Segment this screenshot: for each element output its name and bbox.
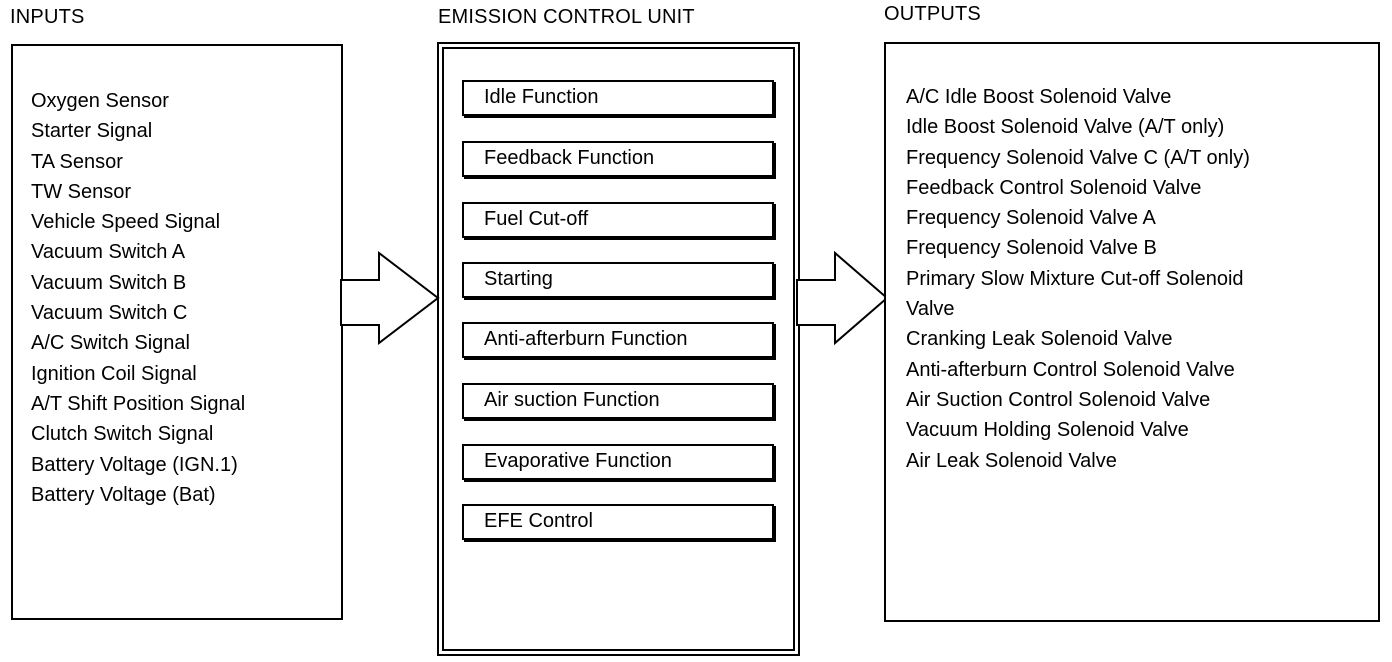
ecu-function-box: Starting <box>462 262 774 298</box>
input-item: TW Sensor <box>31 180 132 203</box>
inputs-box <box>11 44 343 620</box>
ecu-function-box: EFE Control <box>462 504 774 540</box>
output-item: Vacuum Holding Solenoid Valve <box>906 419 1189 442</box>
outputs-box <box>884 42 1380 622</box>
outputs-list: A/C Idle Boost Solenoid Valve Idle Boost… <box>906 82 1250 476</box>
ecu-function-box: Evaporative Function <box>462 444 774 480</box>
input-item: TA Sensor <box>31 150 123 173</box>
input-item: Oxygen Sensor <box>31 90 169 112</box>
input-item: Ignition Coil Signal <box>31 362 197 385</box>
output-item: Air Suction Control Solenoid Valve <box>906 388 1211 411</box>
input-item: Starter Signal <box>31 120 153 143</box>
output-item: Cranking Leak Solenoid Valve <box>906 328 1173 351</box>
inputs-heading: INPUTS <box>10 6 85 28</box>
output-item: Air Leak Solenoid Valve <box>906 449 1117 472</box>
input-item: Battery Voltage (IGN.1) <box>31 453 238 476</box>
output-item: A/C Idle Boost Solenoid Valve <box>906 86 1172 108</box>
inputs-list: Oxygen Sensor Starter Signal TA Sensor T… <box>31 86 245 510</box>
ecu-function-box: Feedback Function <box>462 141 774 177</box>
output-item: Feedback Control Solenoid Valve <box>906 176 1202 199</box>
output-item: Frequency Solenoid Valve C (A/T only) <box>906 146 1250 169</box>
input-item: Vehicle Speed Signal <box>31 211 221 234</box>
input-item: A/C Switch Signal <box>31 332 190 355</box>
ecu-function-box: Air suction Function <box>462 383 774 419</box>
ecu-function-box: Fuel Cut-off <box>462 202 774 238</box>
input-item: A/T Shift Position Signal <box>31 392 246 415</box>
ecu-box-inner <box>442 47 795 651</box>
input-item: Clutch Switch Signal <box>31 423 214 446</box>
ecu-function-box: Idle Function <box>462 80 774 116</box>
ecu-function-box: Anti-afterburn Function <box>462 322 774 358</box>
output-item: Valve <box>906 298 955 321</box>
ecu-box-outer <box>437 42 800 656</box>
output-item: Frequency Solenoid Valve B <box>906 237 1157 260</box>
input-item: Battery Voltage (Bat) <box>31 483 216 506</box>
input-item: Vacuum Switch C <box>31 302 188 325</box>
output-item: Anti-afterburn Control Solenoid Valve <box>906 358 1235 381</box>
input-item: Vacuum Switch A <box>31 241 186 264</box>
ecu-to-outputs-arrow <box>796 250 889 346</box>
output-item: Idle Boost Solenoid Valve (A/T only) <box>906 116 1225 139</box>
output-item: Primary Slow Mixture Cut-off Solenoid <box>906 267 1244 290</box>
inputs-to-ecu-arrow <box>340 250 440 346</box>
outputs-heading: OUTPUTS <box>884 3 981 25</box>
output-item: Frequency Solenoid Valve A <box>906 207 1156 230</box>
input-item: Vacuum Switch B <box>31 271 187 294</box>
ecu-heading: EMISSION CONTROL UNIT <box>438 6 695 28</box>
